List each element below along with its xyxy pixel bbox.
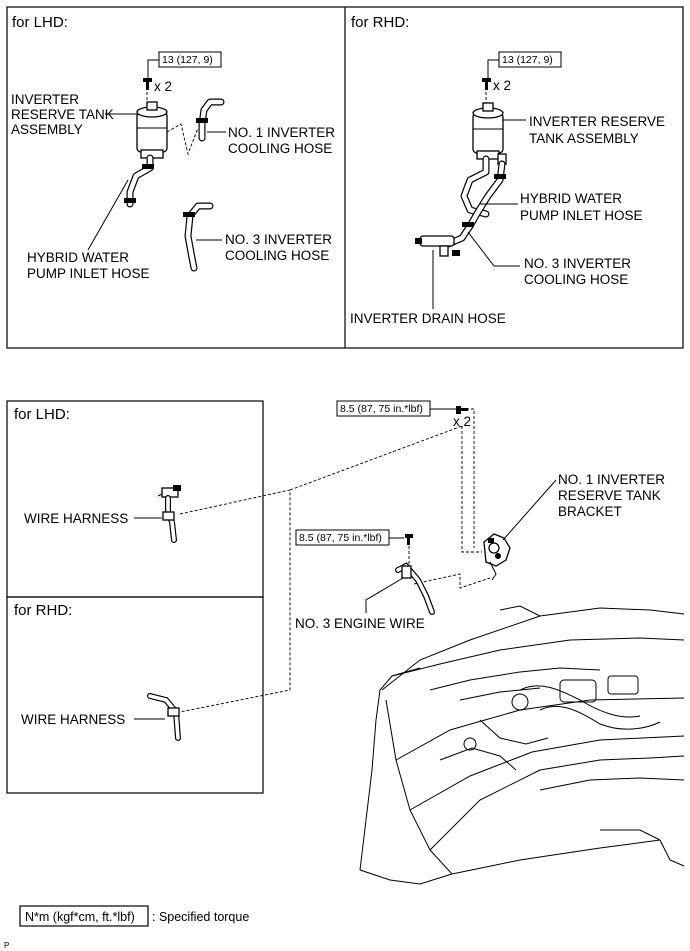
engine-bay-illustration	[359, 605, 685, 885]
leader-pump-lhd	[87, 179, 129, 251]
wire-harness-rhd	[147, 693, 181, 741]
bracket-dash-1	[461, 426, 482, 553]
torque-leader-lhd	[147, 59, 159, 78]
label-hose1-lhd-1: NO. 1 INVERTER	[228, 125, 335, 140]
bolt-icon	[405, 534, 413, 545]
bolt-qty-bracket: x 2	[453, 414, 471, 429]
inset-lhd	[6, 400, 264, 598]
label-pump-lhd-1: HYBRID WATER	[27, 250, 129, 265]
label-tank-lhd-2: RESERVE TANK	[11, 107, 114, 122]
hose1-dash-lhd	[166, 123, 199, 156]
panel-rhd-header: for RHD:	[351, 14, 409, 31]
label-bracket-2: RESERVE TANK	[558, 488, 661, 503]
leader-hose3-rhd	[467, 231, 520, 267]
reserve-tank-bracket	[483, 533, 511, 581]
panel-rhd-top: for RHD: 13 (127, 9) x 2	[350, 14, 665, 326]
hose-clamp-icon	[462, 222, 474, 227]
panel-lhd-header: for LHD:	[12, 14, 68, 31]
legend-unit-box	[19, 905, 149, 927]
label-tank-rhd-2: TANK ASSEMBLY	[529, 131, 639, 146]
torque-value-engine-wire: 8.5 (87, 75 in.*lbf)	[299, 532, 382, 544]
inset-rhd	[6, 596, 264, 794]
label-pump-rhd-1: HYBRID WATER	[520, 191, 622, 206]
wire-harness-lhd	[157, 485, 181, 543]
label-hose1-lhd-2: COOLING HOSE	[228, 141, 332, 156]
torque-value-bracket: 8.5 (87, 75 in.*lbf)	[340, 403, 423, 415]
harness-dash-route	[179, 489, 291, 713]
label-hose3-rhd-2: COOLING HOSE	[524, 272, 628, 287]
label-tank-lhd-1: INVERTER	[11, 92, 79, 107]
panel-lhd-top: for LHD: 13 (127, 9) x 2	[11, 14, 335, 281]
label-harness-rhd: WIRE HARNESS	[21, 712, 125, 727]
no3-engine-wire	[395, 562, 435, 615]
inverter-drain-hose	[415, 235, 460, 257]
inset-rhd-header: for RHD:	[14, 602, 72, 619]
label-hose3-rhd-1: NO. 3 INVERTER	[524, 256, 631, 271]
reserve-tank-lhd	[136, 101, 168, 159]
label-hose3-lhd-1: NO. 3 INVERTER	[225, 232, 332, 247]
hose-clamp-icon	[124, 198, 136, 203]
leader-bracket	[502, 479, 557, 541]
bolt-dash-route	[289, 425, 463, 491]
label-bracket-3: BRACKET	[558, 504, 622, 519]
bottom-section: for LHD: for RHD: WIRE HARNESS WIRE HARN…	[6, 400, 685, 885]
torque-value-rhd: 13 (127, 9)	[502, 54, 553, 66]
bolt-icon	[456, 406, 468, 414]
label-hose3-lhd-2: COOLING HOSE	[225, 248, 329, 263]
bolt-icon	[482, 78, 491, 90]
torque-leader-rhd	[487, 59, 499, 78]
bracket-dash-2	[466, 408, 475, 548]
label-drain-rhd: INVERTER DRAIN HOSE	[350, 311, 506, 326]
label-harness-lhd: WIRE HARNESS	[24, 511, 128, 526]
hose-clamp-icon	[142, 164, 154, 169]
hose-clamp-icon	[494, 174, 506, 179]
corner-mark: P	[4, 941, 9, 950]
bolt-qty-lhd: x 2	[154, 79, 172, 94]
reserve-tank-rhd	[472, 102, 507, 165]
bolt-qty-rhd: x 2	[493, 78, 511, 93]
label-engine-wire: NO. 3 ENGINE WIRE	[295, 616, 425, 631]
label-pump-lhd-2: PUMP INLET HOSE	[27, 266, 150, 281]
torque-value-lhd: 13 (127, 9)	[162, 54, 213, 66]
inset-lhd-header: for LHD:	[14, 406, 70, 423]
bolt-icon	[143, 78, 152, 90]
label-tank-rhd-1: INVERTER RESERVE	[529, 114, 665, 129]
hose-clamp-icon	[196, 118, 208, 123]
leader-engine-wire	[365, 577, 404, 613]
legend-desc: : Specified torque	[152, 910, 249, 924]
hose-clamp-icon	[183, 212, 195, 217]
label-pump-rhd-2: PUMP INLET HOSE	[520, 208, 643, 223]
label-bracket-1: NO. 1 INVERTER	[558, 472, 665, 487]
engine-wire-route	[413, 573, 491, 589]
label-tank-lhd-3: ASSEMBLY	[11, 122, 83, 137]
legend: N*m (kgf*cm, ft.*lbf) : Specified torque	[19, 905, 249, 927]
legend-unit: N*m (kgf*cm, ft.*lbf)	[25, 910, 135, 924]
